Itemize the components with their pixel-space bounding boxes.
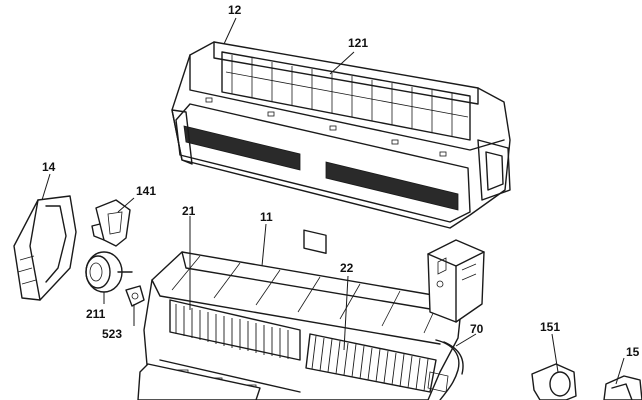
cross-flow-fan-blades — [169, 299, 301, 361]
evaporator-fins — [305, 333, 437, 393]
label-14: 14 — [42, 160, 56, 174]
label-12: 12 — [228, 3, 242, 17]
part-labels: 12 121 14 141 211 523 21 11 22 70 151 15 — [42, 3, 640, 359]
chassis — [137, 251, 464, 400]
label-151: 151 — [540, 320, 560, 334]
left-end-bracket — [91, 199, 131, 247]
top-grille-ribs — [225, 55, 469, 136]
motor-clip — [125, 285, 145, 307]
left-end-cap — [13, 195, 77, 301]
label-15: 15 — [626, 345, 640, 359]
electric-control-box — [427, 239, 485, 323]
label-211: 211 — [86, 307, 106, 321]
label-121: 121 — [348, 36, 368, 50]
label-22: 22 — [340, 261, 354, 275]
label-523: 523 — [102, 327, 122, 341]
top-cover-housing — [171, 41, 511, 254]
label-70: 70 — [470, 322, 484, 336]
right-end-bracket — [531, 363, 577, 400]
label-21: 21 — [182, 204, 196, 218]
leader-lines — [41, 17, 625, 385]
label-141: 141 — [136, 184, 156, 198]
right-end-cap — [603, 375, 642, 400]
label-11: 11 — [260, 210, 273, 224]
fan-motor — [85, 251, 133, 293]
